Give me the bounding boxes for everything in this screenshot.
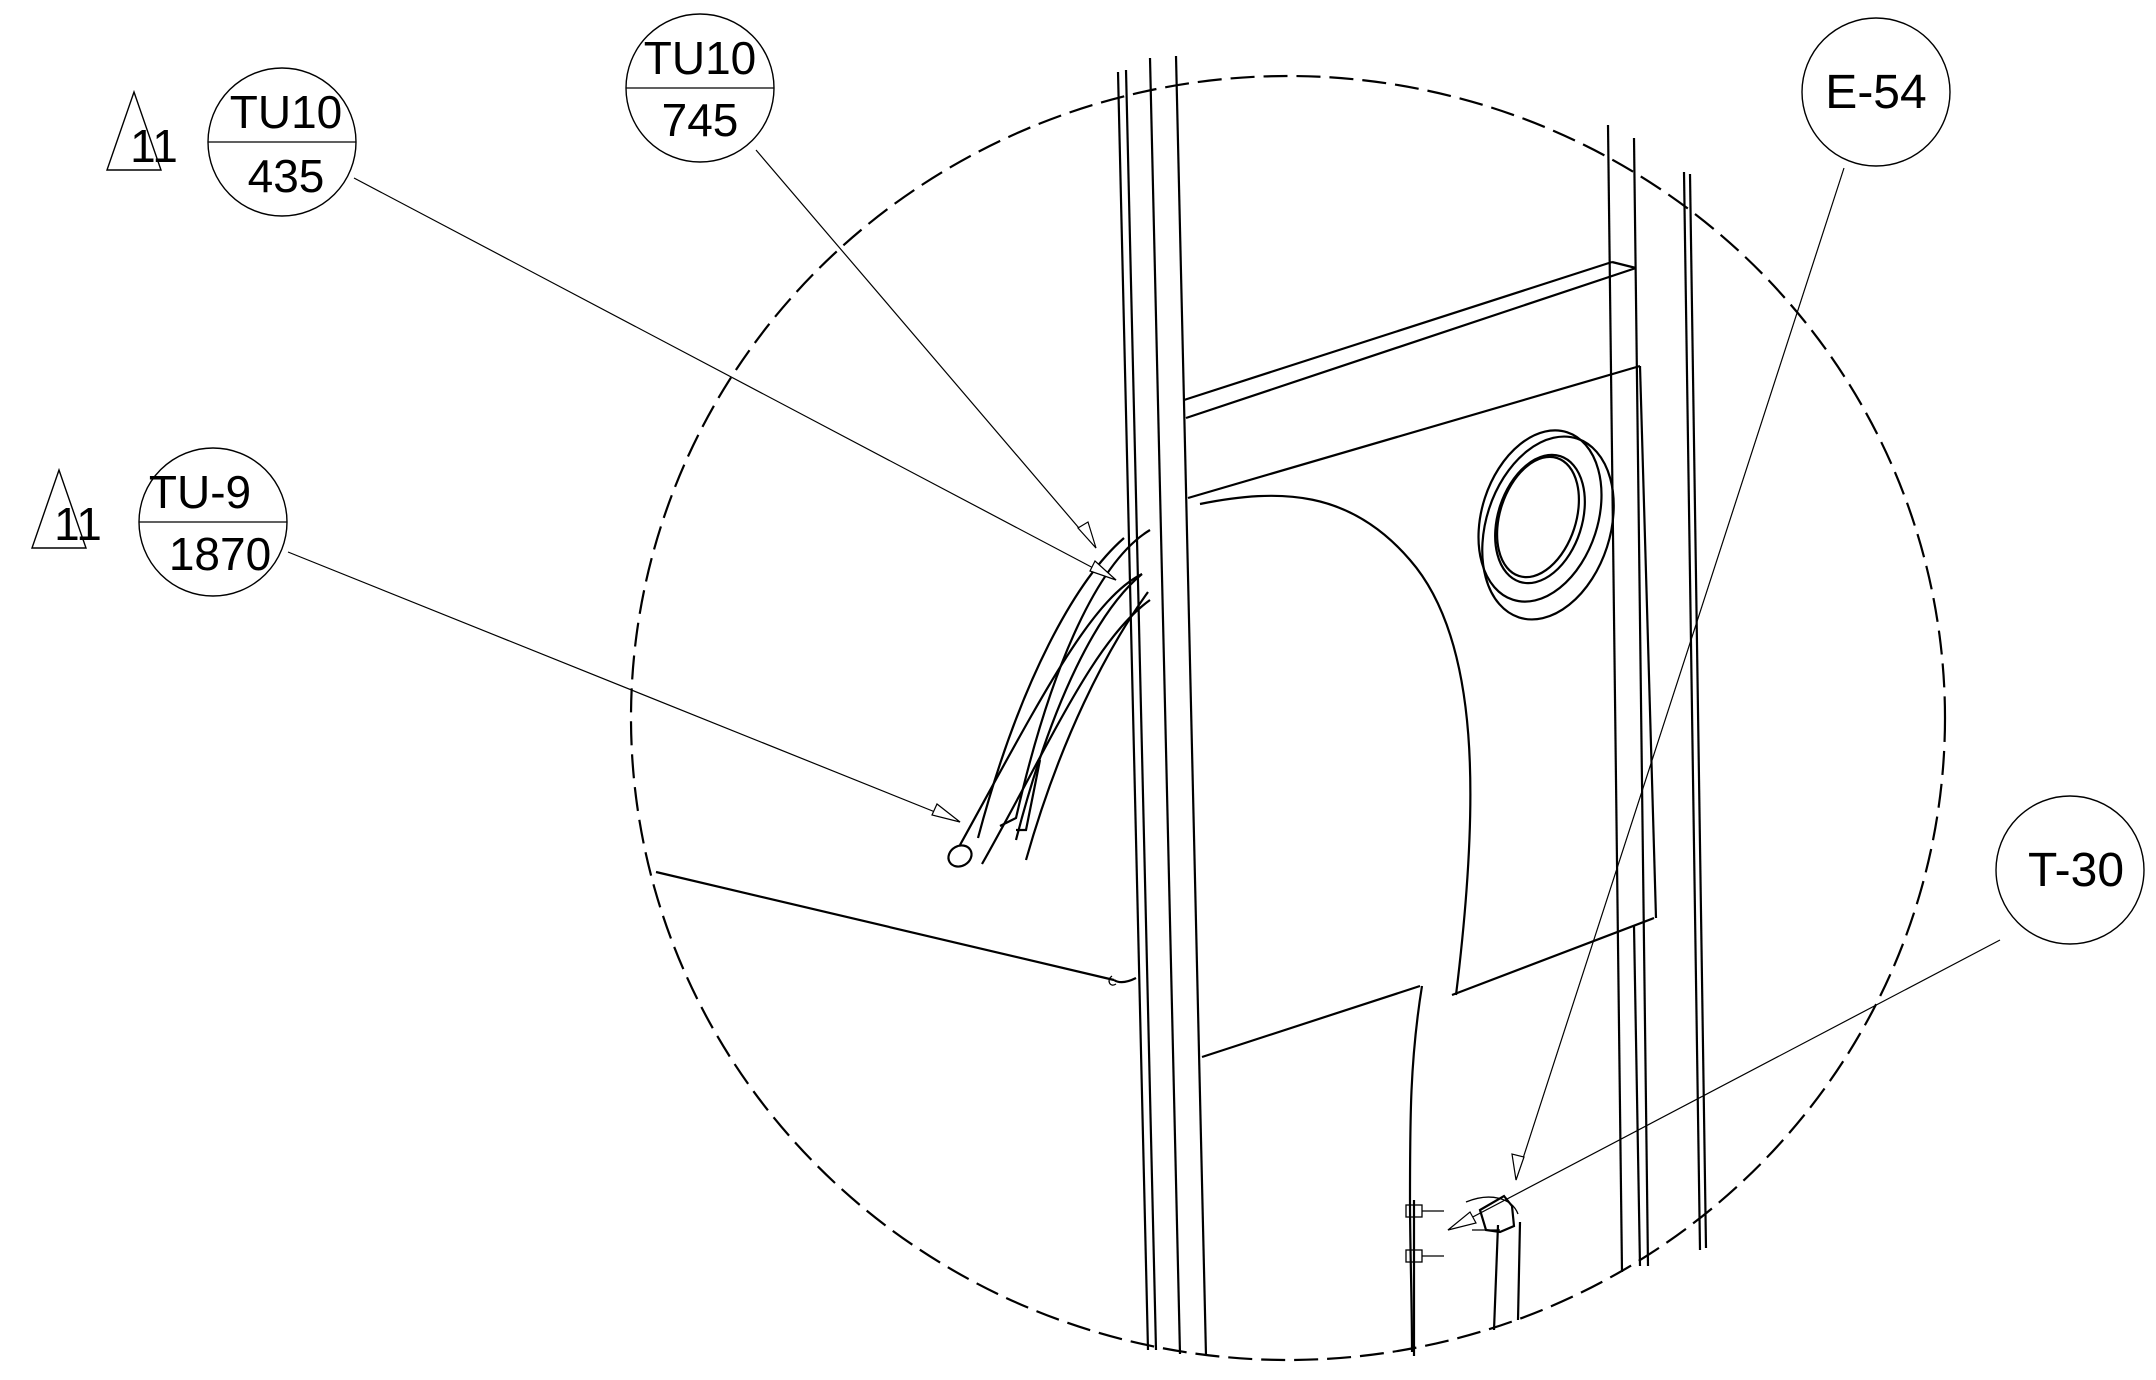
callout-top-label: TU10 [230, 86, 342, 138]
callout-bottom-label: 1870 [169, 528, 271, 580]
callout-top-label: TU-9 [149, 466, 251, 518]
callout-label: E-54 [1825, 66, 1926, 119]
revision-number: 11 [54, 498, 102, 550]
revision-number: 11 [130, 120, 178, 172]
leader-arrowheads [931, 521, 1525, 1231]
callout-top-label: TU10 [644, 32, 756, 84]
callout-tu10-435: 11 TU10 435 [106, 67, 357, 217]
revision-triangle [31, 467, 87, 549]
callout-bubble [1995, 795, 2145, 945]
detail-boundary-circle [629, 74, 1947, 1362]
callout-bottom-label: 435 [248, 150, 325, 202]
callout-tu10-745: TU10 745 [625, 13, 775, 163]
callout-tu9-1870: 11 TU-9 1870 [31, 447, 288, 597]
callout-t30: T-30 [1995, 795, 2145, 945]
callout-e54: E-54 [1801, 17, 1951, 167]
callout-label: T-30 [2028, 844, 2124, 897]
leader-lines [287, 149, 2001, 1231]
callout-bottom-label: 745 [662, 94, 739, 146]
revision-triangle [106, 89, 162, 171]
frame-geometry [655, 55, 1708, 1357]
callout-bubble [1801, 17, 1951, 167]
